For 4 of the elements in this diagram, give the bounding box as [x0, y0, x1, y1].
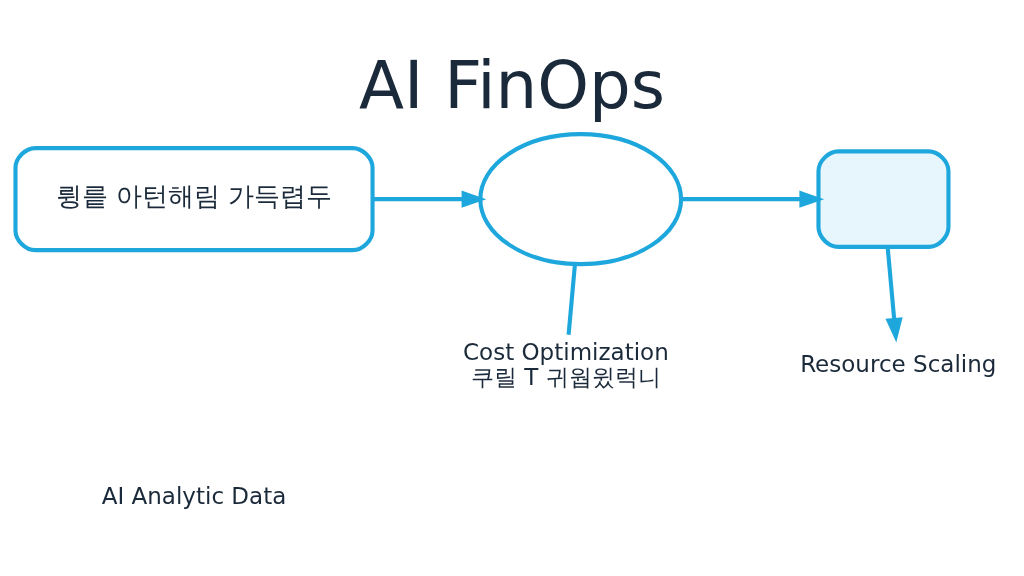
label: AI Analytic Data — [101, 482, 287, 509]
node-text: Cost Optimization 쿠릴 T 귀웝윘럭니 — [463, 338, 669, 390]
diagram-title: AI FinOps — [358, 46, 666, 124]
node-text: Resource Scaling — [800, 351, 997, 378]
